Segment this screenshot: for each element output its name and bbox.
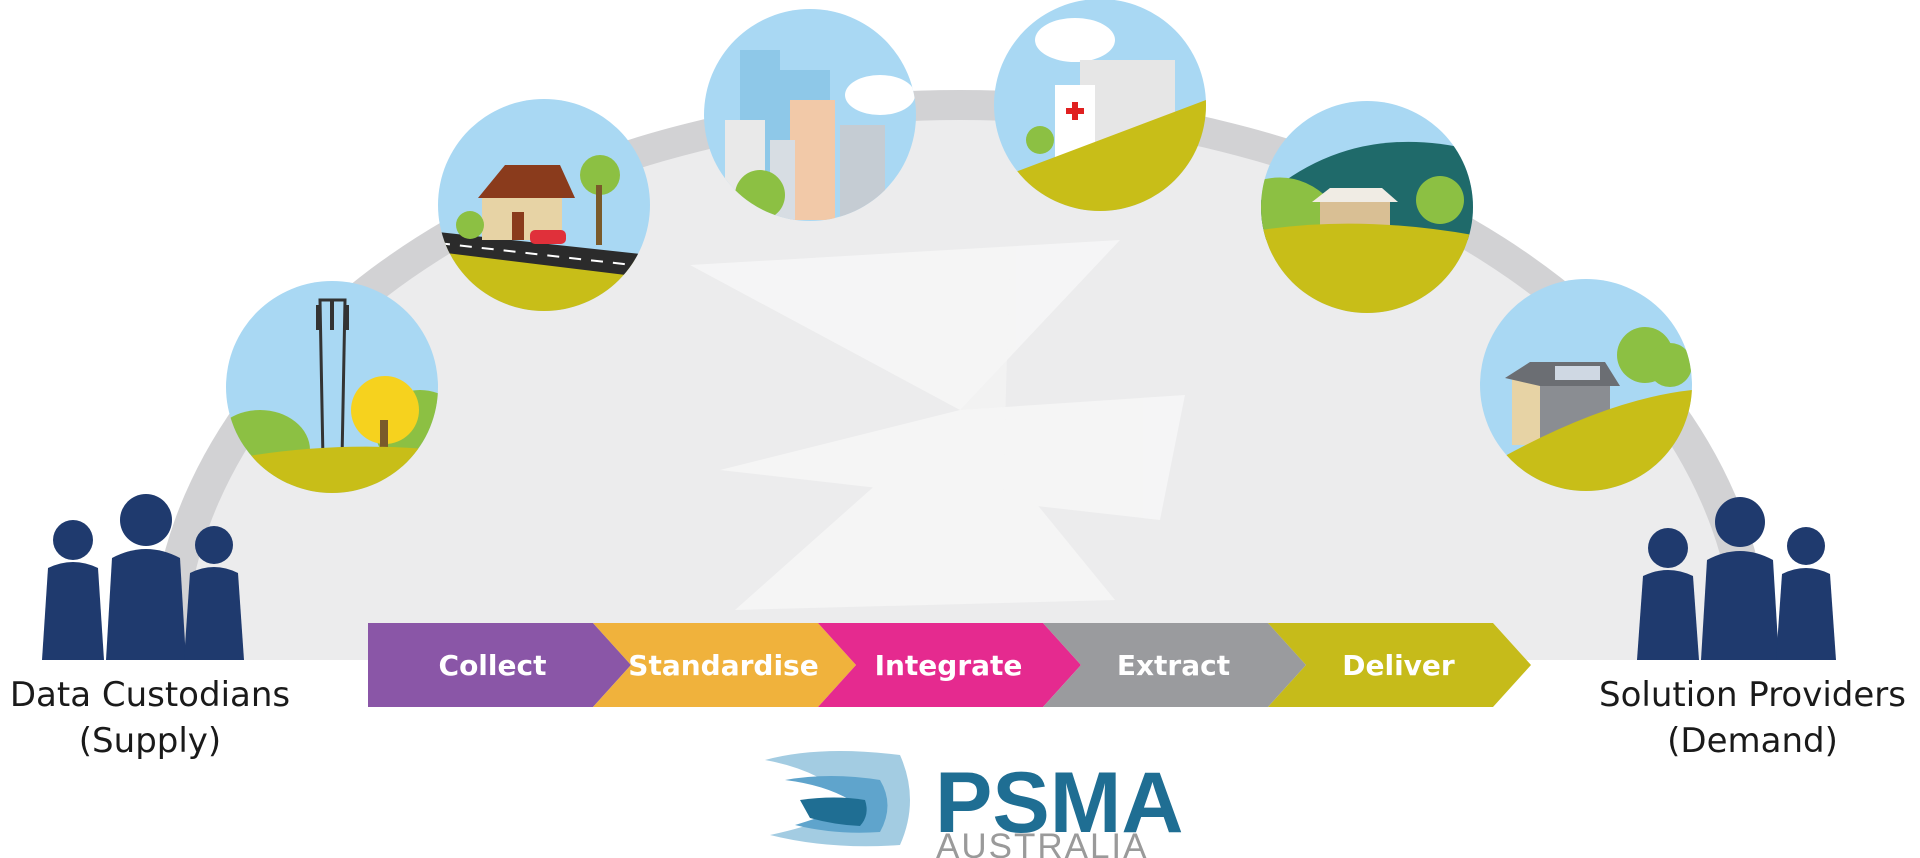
process-arrows: Collect Standardise Integrate Extract Delive… — [368, 623, 1531, 707]
process-step-label: Integrate — [875, 649, 1023, 682]
demand-label-line2: (Demand) — [1667, 721, 1838, 761]
psma-logo-mark-icon — [765, 751, 910, 847]
data-custodians-people-icon — [42, 494, 244, 660]
solar-house-scene-icon — [1480, 279, 1692, 491]
solution-providers-people-icon — [1637, 497, 1836, 660]
process-step-label: Collect — [439, 649, 547, 682]
psma-logo: PSMA AUSTRALIA — [765, 751, 1183, 858]
process-step-label: Extract — [1117, 649, 1230, 682]
process-step-extract-arrow — [1043, 623, 1306, 707]
rural-homestead-scene-icon — [1261, 101, 1473, 313]
demand-label-line1: Solution Providers — [1598, 675, 1906, 715]
process-step-label: Standardise — [628, 649, 818, 682]
demand-label: Solution Providers (Demand) — [1585, 672, 1920, 764]
process-step-deliver-arrow — [1268, 623, 1531, 707]
process-step-integrate-arrow — [818, 623, 1081, 707]
city-scene-icon — [704, 9, 916, 221]
process-step-collect-arrow — [368, 623, 631, 707]
process-step-standardise-arrow — [593, 623, 856, 707]
process-step-label: Deliver — [1342, 649, 1455, 682]
supply-label: Data Custodians (Supply) — [0, 672, 300, 764]
logo-psma-text: PSMA — [935, 755, 1183, 851]
hospital-scene-icon — [994, 0, 1206, 211]
supply-label-line1: Data Custodians — [9, 675, 291, 715]
house-road-scene-icon — [438, 99, 650, 311]
supply-label-line2: (Supply) — [78, 721, 222, 761]
logo-australia-text: AUSTRALIA — [936, 827, 1149, 858]
